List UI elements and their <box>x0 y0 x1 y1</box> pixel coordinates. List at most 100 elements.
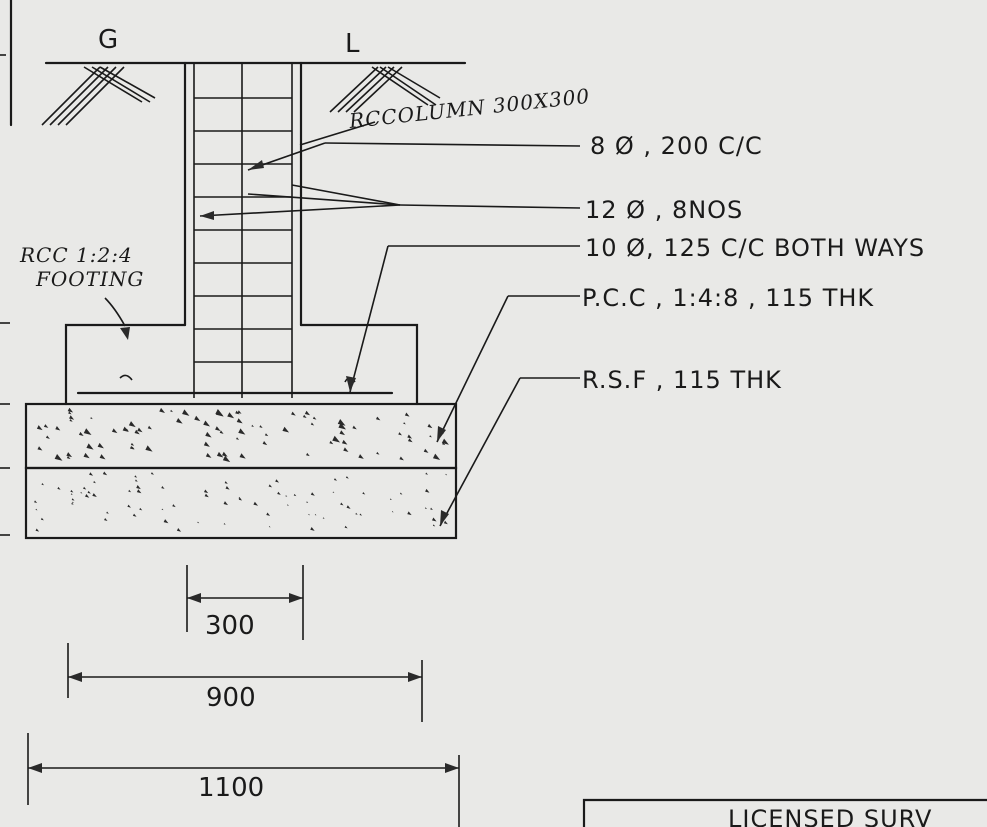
aggregate-speck <box>176 417 183 424</box>
aggregate-speck <box>239 453 246 459</box>
aggregate-speck <box>203 441 210 447</box>
aggregate-speck <box>122 426 129 433</box>
aggregate-speck <box>69 415 75 420</box>
aggregate-speck <box>136 485 141 490</box>
aggregate-speck <box>277 491 281 495</box>
aggregate-speck <box>291 411 296 416</box>
ground-label-g: G <box>98 25 118 55</box>
callout-footing-mesh: 10 Ø, 125 C/C BOTH WAYS <box>585 234 925 262</box>
aggregate-speck <box>259 425 263 428</box>
aggregate-speck <box>312 416 317 420</box>
aggregate-speck <box>345 476 349 479</box>
aggregate-speck <box>398 432 402 436</box>
aggregate-speck <box>215 409 224 416</box>
pcc-layer <box>24 402 458 470</box>
aggregate-speck <box>172 504 176 508</box>
aggregate-speck <box>71 498 75 501</box>
aggregate-speck <box>134 429 140 435</box>
aggregate-speck <box>66 452 73 458</box>
aggregate-speck <box>310 492 315 496</box>
aggregate-speck <box>129 445 135 450</box>
aggregate-speck <box>268 525 271 528</box>
aggregate-speck <box>68 411 72 415</box>
aggregate-speck <box>407 511 412 516</box>
aggregate-speck <box>128 421 136 428</box>
aggregate-speck <box>130 442 135 446</box>
rsf-layer <box>24 466 458 540</box>
aggregate-speck <box>134 475 138 478</box>
footing-label-line1: RCC 1:2:4 <box>19 243 133 267</box>
aggregate-speck <box>99 454 106 460</box>
title-block-text: LICENSED SURV <box>728 805 932 827</box>
aggregate-speck <box>399 492 403 495</box>
aggregate-speck <box>150 472 154 475</box>
title-block: LICENSED SURV <box>582 798 987 827</box>
aggregate-speck <box>97 442 104 449</box>
aggregate-speck <box>203 489 209 494</box>
aggregate-speck <box>90 417 93 420</box>
aggregate-speck <box>430 507 433 511</box>
aggregate-speck <box>404 412 410 417</box>
aggregate-speck <box>161 508 164 511</box>
aggregate-speck <box>216 451 224 458</box>
aggregate-speck <box>55 426 61 431</box>
aggregate-speck <box>93 480 96 484</box>
aggregate-speck <box>310 526 315 531</box>
aggregate-speck <box>237 410 242 414</box>
ground-line: G L <box>41 25 467 126</box>
aggregate-speck <box>127 504 131 508</box>
aggregate-speck <box>205 431 212 438</box>
aggregate-speck <box>197 521 200 524</box>
aggregate-speck <box>111 428 118 434</box>
aggregate-speck <box>85 493 90 498</box>
aggregate-speck <box>40 517 44 521</box>
dim-1100: 1100 <box>198 773 264 803</box>
aggregate-speck <box>355 512 358 515</box>
aggregate-speck <box>163 519 169 524</box>
aggregate-speck <box>159 407 166 413</box>
aggregate-speck <box>204 493 209 498</box>
leader-lines <box>104 121 581 527</box>
aggregate-speck <box>333 478 338 481</box>
aggregate-speck <box>86 443 94 450</box>
rcc-footing <box>64 323 419 406</box>
aggregate-speck <box>322 517 325 519</box>
aggregate-speck <box>35 508 38 511</box>
aggregate-speck <box>125 428 129 431</box>
aggregate-speck <box>304 410 311 416</box>
sheet-border <box>0 0 13 536</box>
aggregate-speck <box>443 520 448 525</box>
aggregate-speck <box>344 525 348 529</box>
aggregate-speck <box>358 454 364 459</box>
aggregate-speck <box>147 425 152 430</box>
aggregate-speck <box>45 435 50 439</box>
aggregate-speck <box>341 439 348 445</box>
aggregate-speck <box>359 513 363 516</box>
aggregate-speck <box>135 479 138 482</box>
aggregate-speck <box>306 501 309 503</box>
aggregate-speck <box>71 502 74 505</box>
aggregate-speck <box>43 424 49 428</box>
aggregate-speck <box>262 441 268 446</box>
aggregate-speck <box>399 456 404 461</box>
aggregate-speck <box>236 418 243 424</box>
aggregate-speck <box>89 472 94 476</box>
aggregate-speck <box>268 484 273 488</box>
aggregate-speck <box>340 502 344 506</box>
aggregate-speck <box>83 428 92 436</box>
dim-900: 900 <box>206 683 256 713</box>
aggregate-speck <box>352 425 357 430</box>
aggregate-speck <box>403 422 406 425</box>
aggregate-speck <box>423 448 429 453</box>
aggregate-speck <box>306 452 310 457</box>
aggregate-speck <box>389 498 392 501</box>
callout-stirrups: 8 Ø , 200 C/C <box>590 132 763 160</box>
aggregate-speck <box>223 522 226 525</box>
aggregate-speck <box>338 422 347 430</box>
aggregate-speck <box>251 424 254 428</box>
aggregate-speck <box>132 513 137 517</box>
aggregate-speck <box>225 486 230 490</box>
aggregate-speck <box>431 517 437 522</box>
concrete-aggregate-texture <box>34 407 449 532</box>
